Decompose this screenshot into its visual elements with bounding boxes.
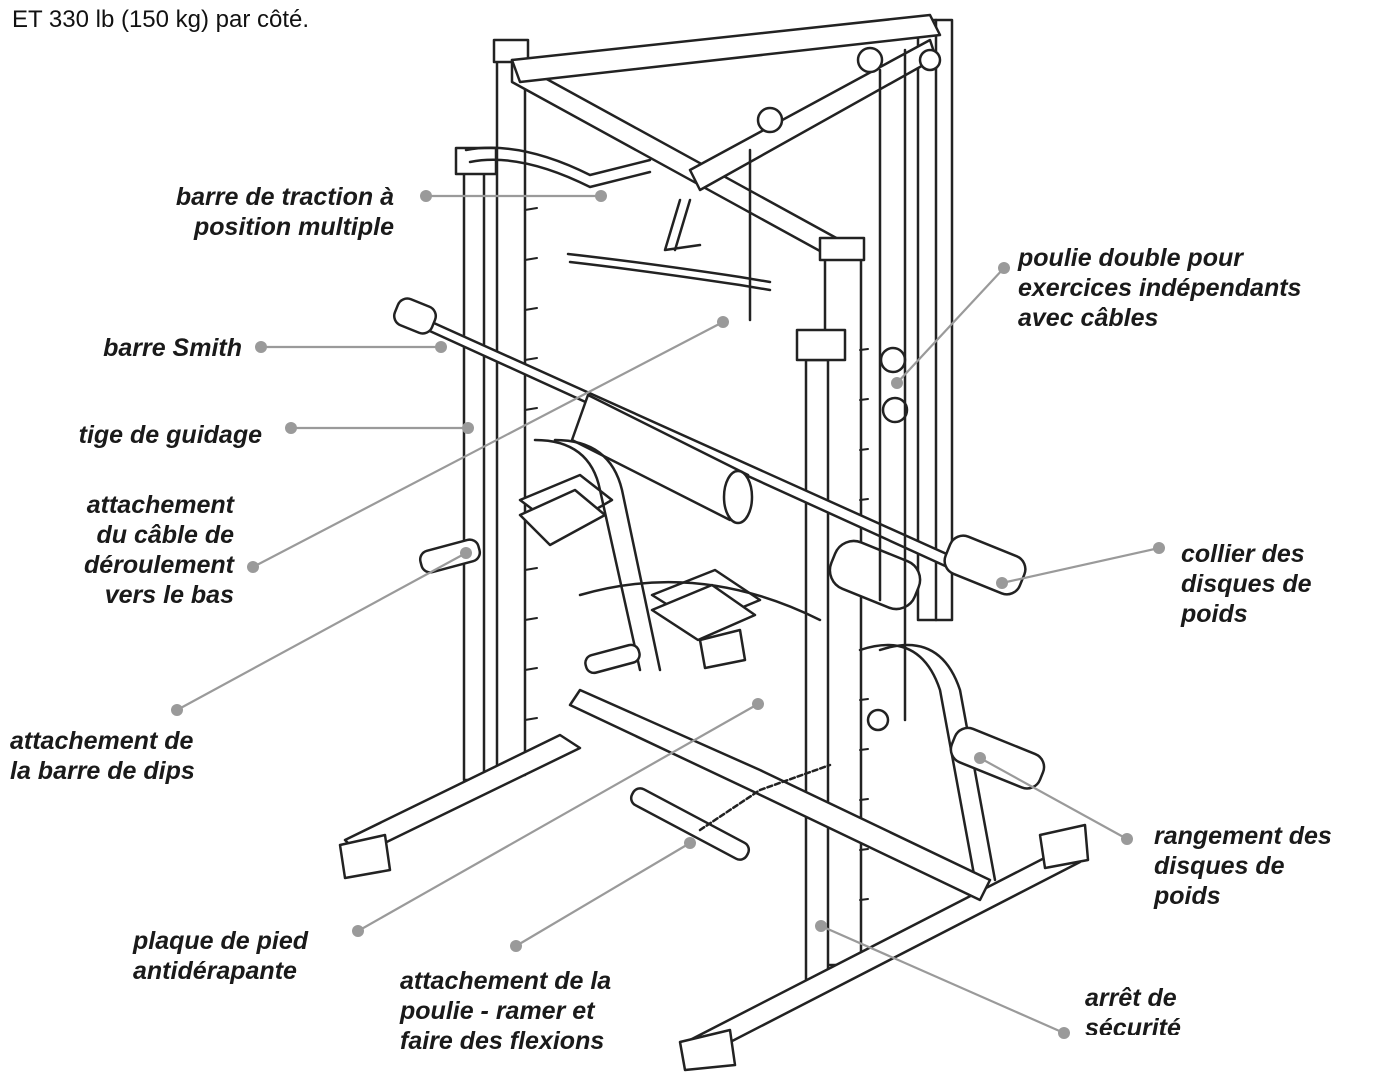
right-front-upright bbox=[795, 236, 866, 982]
label-pulldown: attachement du câble de déroulement vers… bbox=[84, 490, 234, 610]
dot-plate-storage bbox=[1121, 833, 1133, 845]
label-plate-collar-line: poids bbox=[1181, 600, 1248, 628]
label-pulldown-line: vers le bas bbox=[104, 581, 234, 609]
label-dip-bar: attachement de la barre de dips bbox=[10, 726, 195, 786]
label-dual-pulley: poulie double pour exercices indépendant… bbox=[1018, 243, 1301, 333]
label-dual-pulley-line: avec câbles bbox=[1018, 304, 1159, 332]
leader-pulldown bbox=[252, 321, 724, 568]
leader-plate-storage bbox=[979, 757, 1128, 840]
label-dual-pulley-line: poulie double pour bbox=[1018, 244, 1243, 272]
label-plate-storage: rangement des disques de poids bbox=[1154, 821, 1332, 911]
label-pullup-bar: barre de traction à position multiple bbox=[176, 182, 394, 242]
pullup-bars bbox=[464, 146, 772, 292]
callout-dots bbox=[171, 190, 1165, 1039]
left-front-upright bbox=[454, 146, 498, 782]
label-foot-plate: plaque de pied antidérapante bbox=[133, 926, 308, 986]
dip-frames bbox=[533, 438, 997, 882]
label-plate-collar-line: disques de bbox=[1181, 570, 1312, 598]
label-pulley-row-line: attachement de la bbox=[400, 967, 612, 995]
dot-dual-pulley bbox=[998, 262, 1010, 274]
base-frame bbox=[338, 628, 1090, 1072]
label-pulley-row: attachement de la poulie - ramer et fair… bbox=[400, 966, 611, 1056]
dot-guide-rod bbox=[285, 422, 297, 434]
label-smith-bar: barre Smith bbox=[103, 333, 242, 363]
label-pulldown-line: attachement bbox=[86, 491, 234, 519]
leader-plate-collar bbox=[1001, 546, 1160, 585]
header-text: ET 330 lb (150 kg) par côté. bbox=[12, 6, 310, 33]
dot-safety-stop bbox=[1058, 1027, 1070, 1039]
label-plate-storage-line: poids bbox=[1154, 882, 1221, 910]
label-plate-collar-line: collier des bbox=[1181, 540, 1305, 568]
label-smith-bar-line: barre Smith bbox=[103, 334, 242, 362]
leader-pulley-row bbox=[515, 842, 691, 947]
callout-leader-lines bbox=[176, 194, 1160, 1035]
right-rear-upright bbox=[916, 18, 954, 622]
dot-plate-collar bbox=[1153, 542, 1165, 554]
pulleys-cables bbox=[698, 46, 942, 832]
leader-dual-pulley bbox=[896, 267, 1005, 384]
label-safety-stop-line: arrêt de bbox=[1085, 984, 1177, 1012]
label-safety-stop: arrêt de sécurité bbox=[1085, 983, 1181, 1035]
label-plate-storage-line: rangement des bbox=[1154, 822, 1332, 850]
left-rear-upright bbox=[492, 38, 530, 777]
label-dip-bar-line: la barre de dips bbox=[10, 757, 195, 785]
roller-pad bbox=[570, 393, 754, 525]
leader-dip-bar bbox=[176, 552, 467, 711]
label-pulley-row-line: poulie - ramer et bbox=[400, 997, 595, 1025]
label-pullup-bar-line: barre de traction à bbox=[175, 183, 394, 211]
label-dip-bar-line: attachement de bbox=[10, 727, 194, 755]
label-plate-storage-line: disques de bbox=[1154, 852, 1285, 880]
upright-holes bbox=[524, 207, 869, 901]
label-pullup-bar-line: position multiple bbox=[194, 213, 394, 241]
dot-dip-bar bbox=[171, 704, 183, 716]
dip-seats bbox=[518, 473, 762, 642]
label-pulldown-line: du câble de bbox=[96, 521, 234, 549]
dot-smith-bar bbox=[255, 341, 267, 353]
dot-pulley-row bbox=[510, 940, 522, 952]
label-guide-rod-line: tige de guidage bbox=[78, 421, 262, 449]
dot-foot-plate bbox=[352, 925, 364, 937]
label-plate-collar: collier des disques de poids bbox=[1181, 539, 1312, 629]
label-guide-rod: tige de guidage bbox=[79, 420, 262, 450]
leader-safety-stop bbox=[820, 924, 1065, 1035]
leader-foot-plate bbox=[357, 703, 759, 932]
label-foot-plate-line: plaque de pied bbox=[133, 927, 309, 955]
label-safety-stop-line: sécurité bbox=[1085, 1014, 1181, 1035]
dot-pullup-bar bbox=[420, 190, 432, 202]
label-dual-pulley-line: exercices indépendants bbox=[1018, 274, 1302, 302]
label-pulley-row-line: faire des flexions bbox=[400, 1027, 605, 1055]
dot-pulldown bbox=[247, 561, 259, 573]
label-pulldown-line: déroulement bbox=[83, 551, 234, 579]
label-foot-plate-line: antidérapante bbox=[133, 957, 297, 985]
